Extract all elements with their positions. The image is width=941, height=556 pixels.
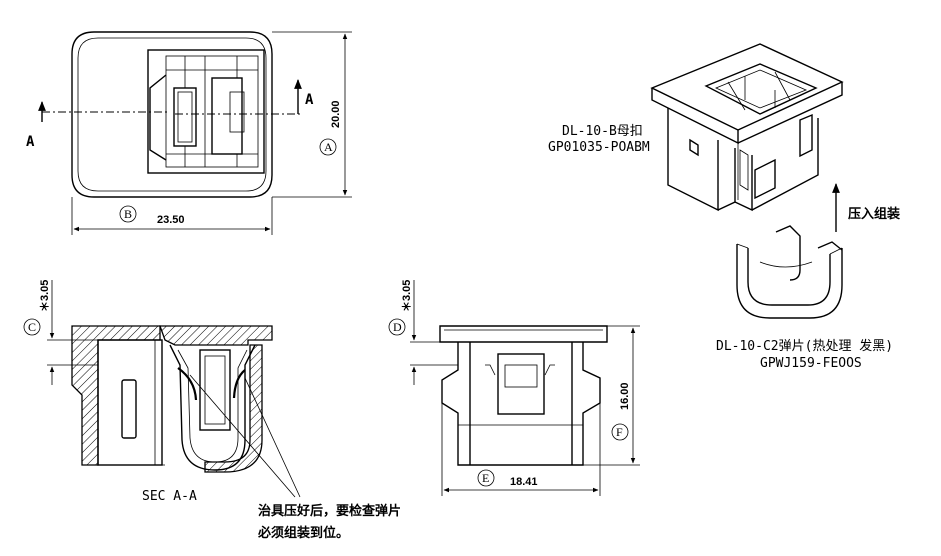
note-leaders [189,374,301,498]
top-view: A A 20.00 A 23.50 B [26,31,352,235]
spring-name: DL-10-C2弹片(热处理 发黑) [716,338,893,354]
section-view: ＊3.05 C SEC A-A [23,280,273,504]
dim-height-top: 20.00 [330,100,342,128]
label-b: B [124,207,132,221]
note-line-1: 治具压好后，要检查弹片 [258,503,401,519]
assembly-label: 压入组装 [848,206,900,222]
dim-height-side: 16.00 [619,382,631,410]
dim-depth-side: ＊3.05 [401,280,413,312]
section-marker-left: A [26,134,35,150]
section-title: SEC A-A [142,489,197,504]
spring-clip [736,225,843,319]
spring-code: GPWJ159-FEOOS [760,356,862,371]
housing-name: DL-10-B母扣 [562,124,643,139]
label-f: F [616,425,623,439]
side-view: ＊3.05 D 16.00 F 18.41 E [388,280,640,496]
dim-width-top: 23.50 [157,214,185,226]
note-line-2: 必须组装到位。 [257,525,349,541]
label-e: E [482,471,489,485]
dim-depth-section: ＊3.05 [39,280,51,312]
section-marker-right: A [305,92,314,108]
label-d: D [393,320,402,334]
label-a: A [324,140,333,154]
label-c: C [28,320,36,334]
dim-width-side: 18.41 [510,476,538,488]
housing-code: GP01035-POABM [548,140,650,155]
housing-isometric [650,43,844,212]
